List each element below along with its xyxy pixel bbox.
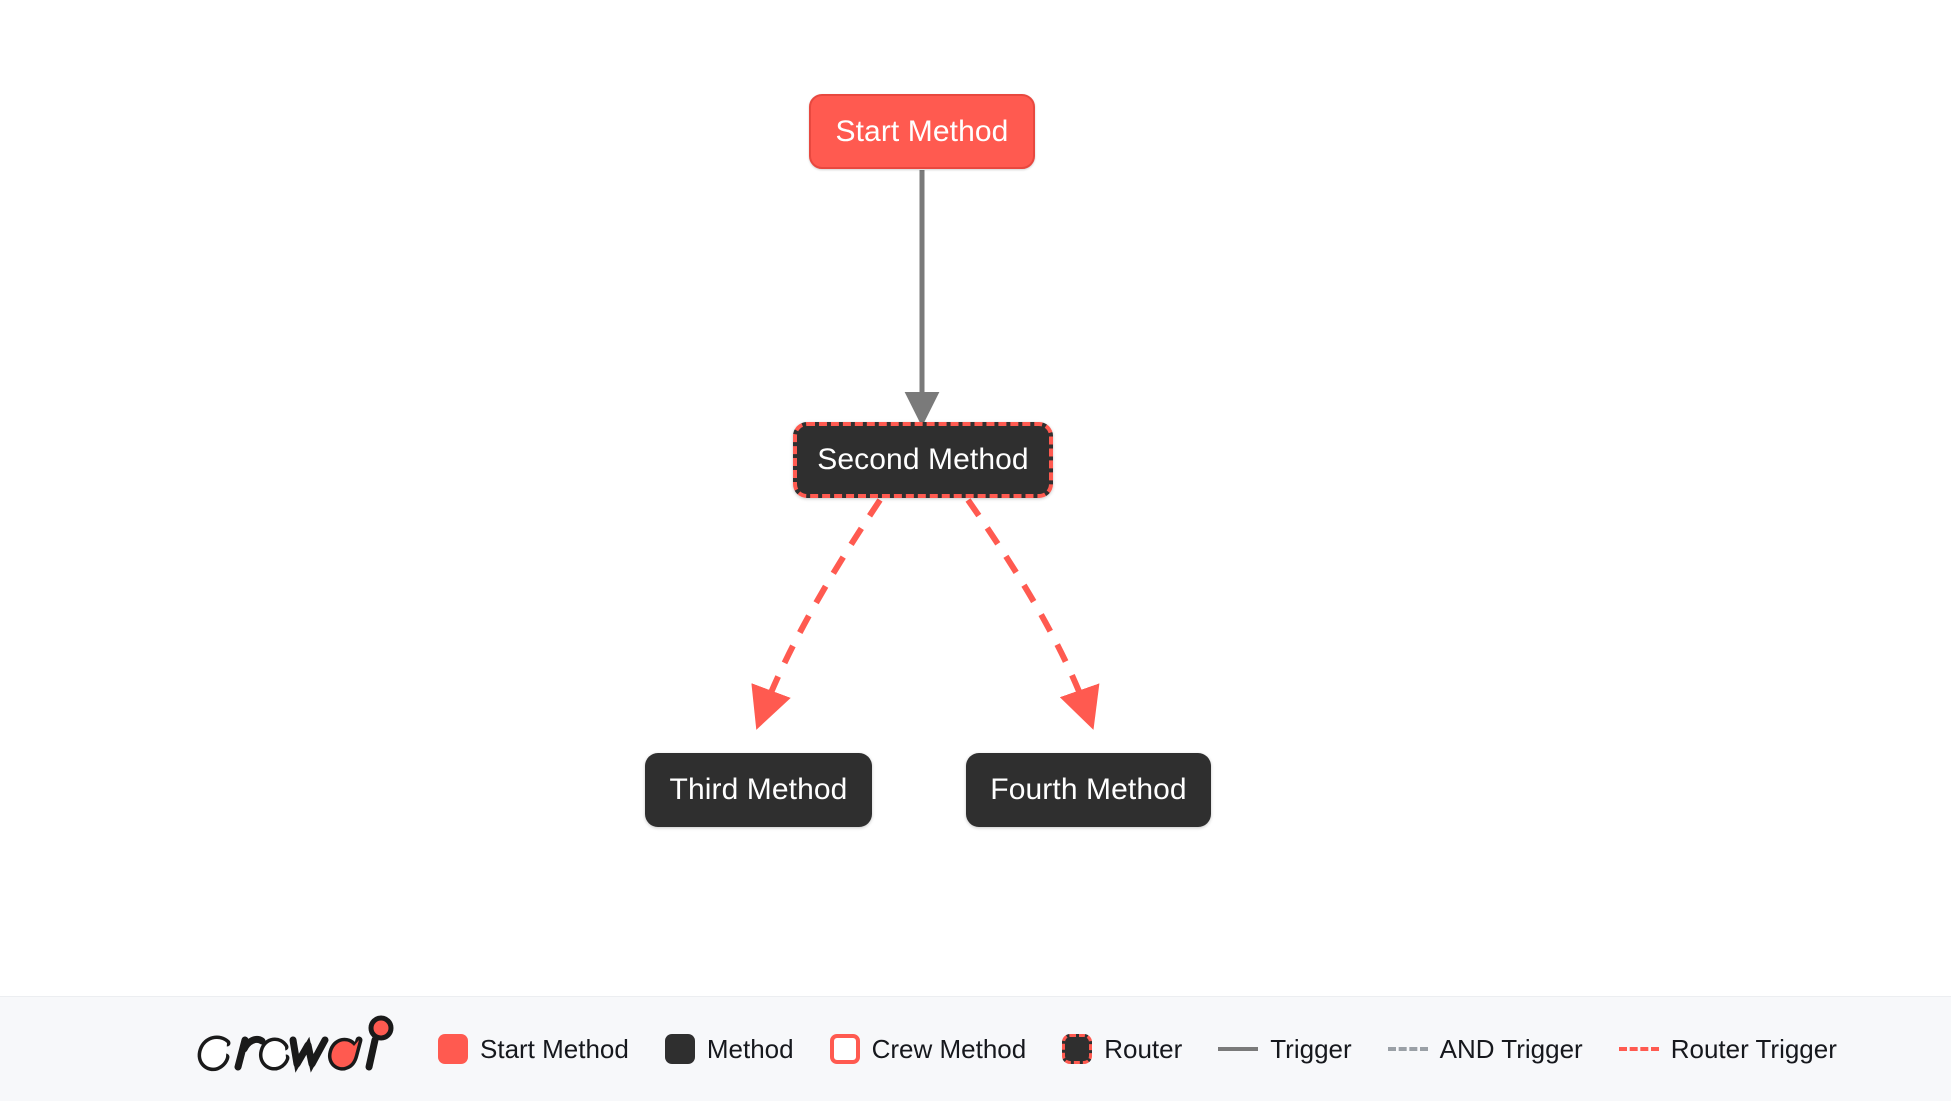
legend-item-and-trigger: AND Trigger: [1387, 1033, 1583, 1065]
legend-label: AND Trigger: [1439, 1033, 1583, 1064]
router-swatch-icon: [1062, 1034, 1093, 1064]
legend-label: Trigger: [1270, 1033, 1352, 1064]
flow-node-second-method[interactable]: Second Method: [793, 422, 1053, 498]
legend-label: Start Method: [480, 1033, 629, 1064]
legend-label: Router Trigger: [1670, 1033, 1837, 1064]
legend-bar: Start Method Method Crew Method Router T…: [0, 996, 1951, 1101]
trigger-line-icon: [1218, 1047, 1259, 1051]
legend-items: Start Method Method Crew Method Router T…: [438, 1034, 1837, 1065]
flow-node-fourth-method[interactable]: Fourth Method: [966, 753, 1211, 827]
legend-label: Router: [1104, 1033, 1183, 1064]
flow-node-label: Fourth Method: [990, 773, 1187, 806]
crewai-logo: [197, 1015, 394, 1073]
legend-item-router-trigger: Router Trigger: [1618, 1033, 1837, 1065]
legend-label: Method: [706, 1033, 794, 1064]
start-method-swatch-icon: [438, 1034, 468, 1064]
legend-item-method: Method: [664, 1033, 794, 1065]
legend-item-start-method: Start Method: [438, 1034, 629, 1065]
edge-second-to-third: [751, 498, 883, 730]
legend-item-trigger: Trigger: [1218, 1033, 1352, 1065]
crew-method-swatch-icon: [829, 1034, 860, 1064]
router-trigger-line-icon: [1618, 1047, 1659, 1051]
flow-node-label: Third Method: [669, 773, 848, 806]
flow-node-third-method[interactable]: Third Method: [645, 753, 872, 827]
flow-node-label: Start Method: [835, 114, 1009, 148]
edge-second-to-fourth: [965, 498, 1100, 730]
flow-node-label: Second Method: [817, 443, 1029, 476]
legend-label: Crew Method: [871, 1033, 1027, 1064]
legend-item-crew-method: Crew Method: [829, 1033, 1027, 1065]
flow-canvas[interactable]: Start Method Second Method Third Method …: [0, 0, 1951, 996]
legend-item-router: Router: [1062, 1034, 1182, 1065]
flow-node-start-method[interactable]: Start Method: [809, 94, 1035, 169]
and-trigger-line-icon: [1387, 1047, 1428, 1051]
method-swatch-icon: [664, 1034, 695, 1064]
